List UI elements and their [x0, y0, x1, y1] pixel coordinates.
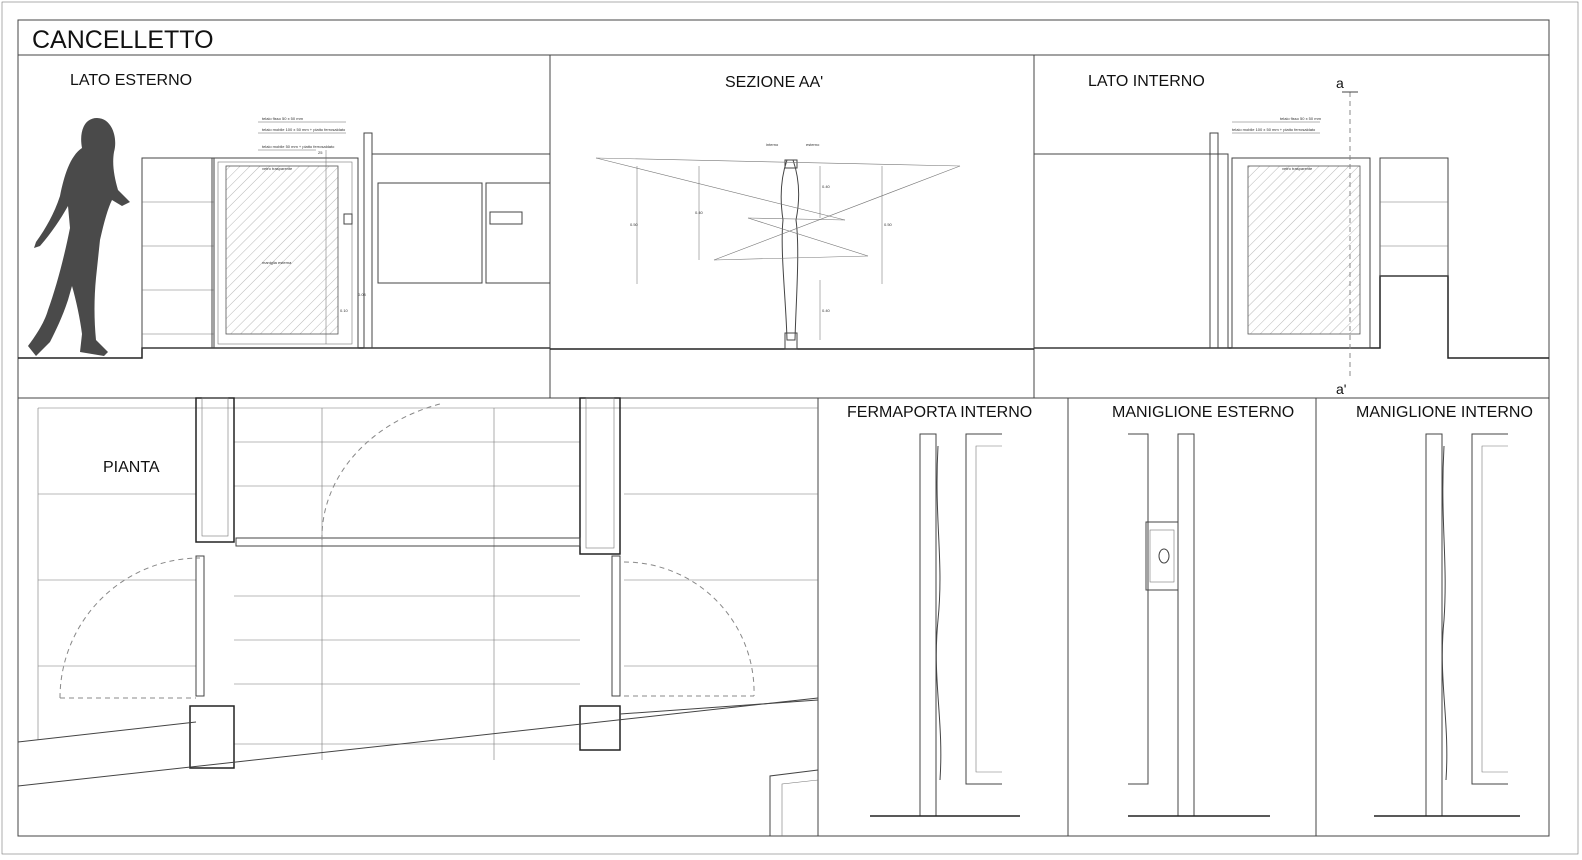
swing-line — [747, 217, 869, 257]
title-fermaporta-interno: FERMAPORTA INTERNO — [847, 404, 1032, 421]
lock-cylinder-icon — [1158, 548, 1170, 564]
maniglione-interno-drawing — [1374, 433, 1520, 817]
maniglione-interno-frame — [1471, 433, 1508, 785]
dim-050-sez-a: 0.50 — [630, 222, 639, 227]
pillar-left — [195, 397, 235, 543]
maniglione-interno-frame-inner — [1481, 445, 1508, 773]
road-edge — [619, 699, 819, 715]
road-edge — [17, 697, 819, 787]
curb — [781, 779, 819, 836]
title-pianta: PIANTA — [103, 459, 160, 476]
title-maniglione-interno: MANIGLIONE INTERNO — [1356, 404, 1533, 421]
dim-040-sez-c: 0.40 — [822, 308, 831, 313]
drawing-frame — [17, 19, 1550, 837]
pillar-right-inner — [585, 397, 615, 549]
dim-040-sez-a: 0.40 — [695, 210, 704, 215]
handle-plate — [1145, 521, 1179, 591]
note-vetro-interno: vetro trasparente — [1282, 166, 1313, 171]
title-sezione: SEZIONE AA' — [725, 74, 823, 91]
fixed-panel-right — [1379, 157, 1449, 277]
swing-line — [713, 165, 961, 261]
gate-threshold — [235, 537, 581, 547]
pianta-drawing — [17, 397, 819, 836]
road-edge — [17, 721, 197, 743]
section-profile — [780, 159, 800, 341]
section-base — [784, 332, 798, 350]
gate-inner-frame-esterno — [217, 161, 353, 345]
title-maniglione-esterno: MANIGLIONE ESTERNO — [1112, 404, 1294, 421]
human-silhouette — [28, 118, 130, 356]
maniglione-esterno-frame — [1128, 433, 1149, 785]
dim-050-sez-b: 0.50 — [884, 222, 893, 227]
swing-line — [713, 255, 869, 261]
gate-leaf-left-plan — [195, 555, 205, 697]
fermaporta-profile — [935, 445, 942, 781]
pillar-left-inner — [201, 397, 229, 537]
title-lato-esterno: LATO ESTERNO — [70, 72, 192, 89]
maniglione-esterno-post — [1177, 433, 1195, 817]
curb — [769, 769, 819, 836]
handle-plate-inner — [1149, 529, 1175, 583]
maniglione-esterno-drawing — [1128, 433, 1270, 817]
pillar-base-right — [579, 705, 621, 751]
fermaporta-post — [919, 433, 937, 817]
swing-line — [595, 157, 846, 221]
dim-040-sez-b: 0.40 — [822, 184, 831, 189]
note-telaio-fisso-esterno: telaio fisso 50 x 50 mm — [262, 116, 304, 121]
fermaporta-frame — [965, 433, 1002, 785]
swing-line — [595, 157, 961, 167]
gate-panel-right2-esterno — [485, 182, 551, 284]
swing-arc-right — [623, 561, 755, 697]
maniglione-interno-profile — [1441, 445, 1448, 781]
note-cerniera-esterno: maniglia esterna — [262, 260, 292, 265]
label-interno: interno — [766, 142, 779, 147]
note-telaio-mobile-interno: telaio mobile 100 x 50 mm + piatto ferro… — [1232, 127, 1316, 132]
gate-frame-esterno — [211, 157, 359, 349]
gate-panel-right-esterno — [377, 182, 483, 284]
sezione-drawing: interno esterno 0.50 0.40 0.40 0.40 0.50 — [550, 142, 1034, 350]
note-telaio-mobile-b-esterno: telaio mobile 50 mm + piatto ferrosaldat… — [262, 144, 335, 149]
note-telaio-mobile-esterno: telaio mobile 100 x 50 mm + piatto ferro… — [262, 127, 346, 132]
section-top — [784, 159, 798, 169]
title-lato-interno: LATO INTERNO — [1088, 73, 1205, 90]
post-interno — [1209, 132, 1219, 349]
dim-010-esterno: 0.10 — [340, 308, 349, 313]
lato-interno-drawing: a a' telaio fisso 50 x 50 mm telaio mobi… — [1033, 75, 1549, 397]
dim-003-esterno: 0.03 — [358, 292, 367, 297]
pillar-base-left — [189, 705, 235, 769]
handle-esterno — [343, 213, 353, 225]
lato-esterno-drawing: telaio fisso 50 x 50 mm telaio mobile 10… — [18, 116, 551, 359]
post-esterno — [363, 132, 373, 349]
fermaporta-frame-inner — [975, 445, 1002, 773]
swing-line — [747, 217, 846, 221]
fixed-panel-left — [141, 157, 215, 349]
note-vetro-esterno: vetro trasparente — [262, 166, 293, 171]
dim-25-esterno: 25 — [318, 150, 323, 155]
maniglione-interno-post — [1425, 433, 1443, 817]
fermaporta-drawing — [870, 433, 1020, 817]
note-telaio-fisso-interno: telaio fisso 50 x 50 mm — [1280, 116, 1322, 121]
label-esterno: esterno — [806, 142, 820, 147]
gate-glass-hatched — [225, 165, 339, 335]
gate-glass-hatched-interno — [1247, 165, 1361, 335]
wall-interno-left — [1033, 153, 1229, 349]
sheet-title: CANCELLETTO — [32, 26, 214, 54]
swing-arc-top — [321, 403, 441, 541]
section-mark-a-prime: a' — [1336, 381, 1346, 397]
swing-arc-left — [59, 557, 201, 699]
mailbox-slot — [489, 211, 523, 225]
gate-frame-interno — [1231, 157, 1371, 349]
gate-leaf-right-plan — [611, 555, 621, 697]
section-mark-a: a — [1336, 75, 1344, 91]
